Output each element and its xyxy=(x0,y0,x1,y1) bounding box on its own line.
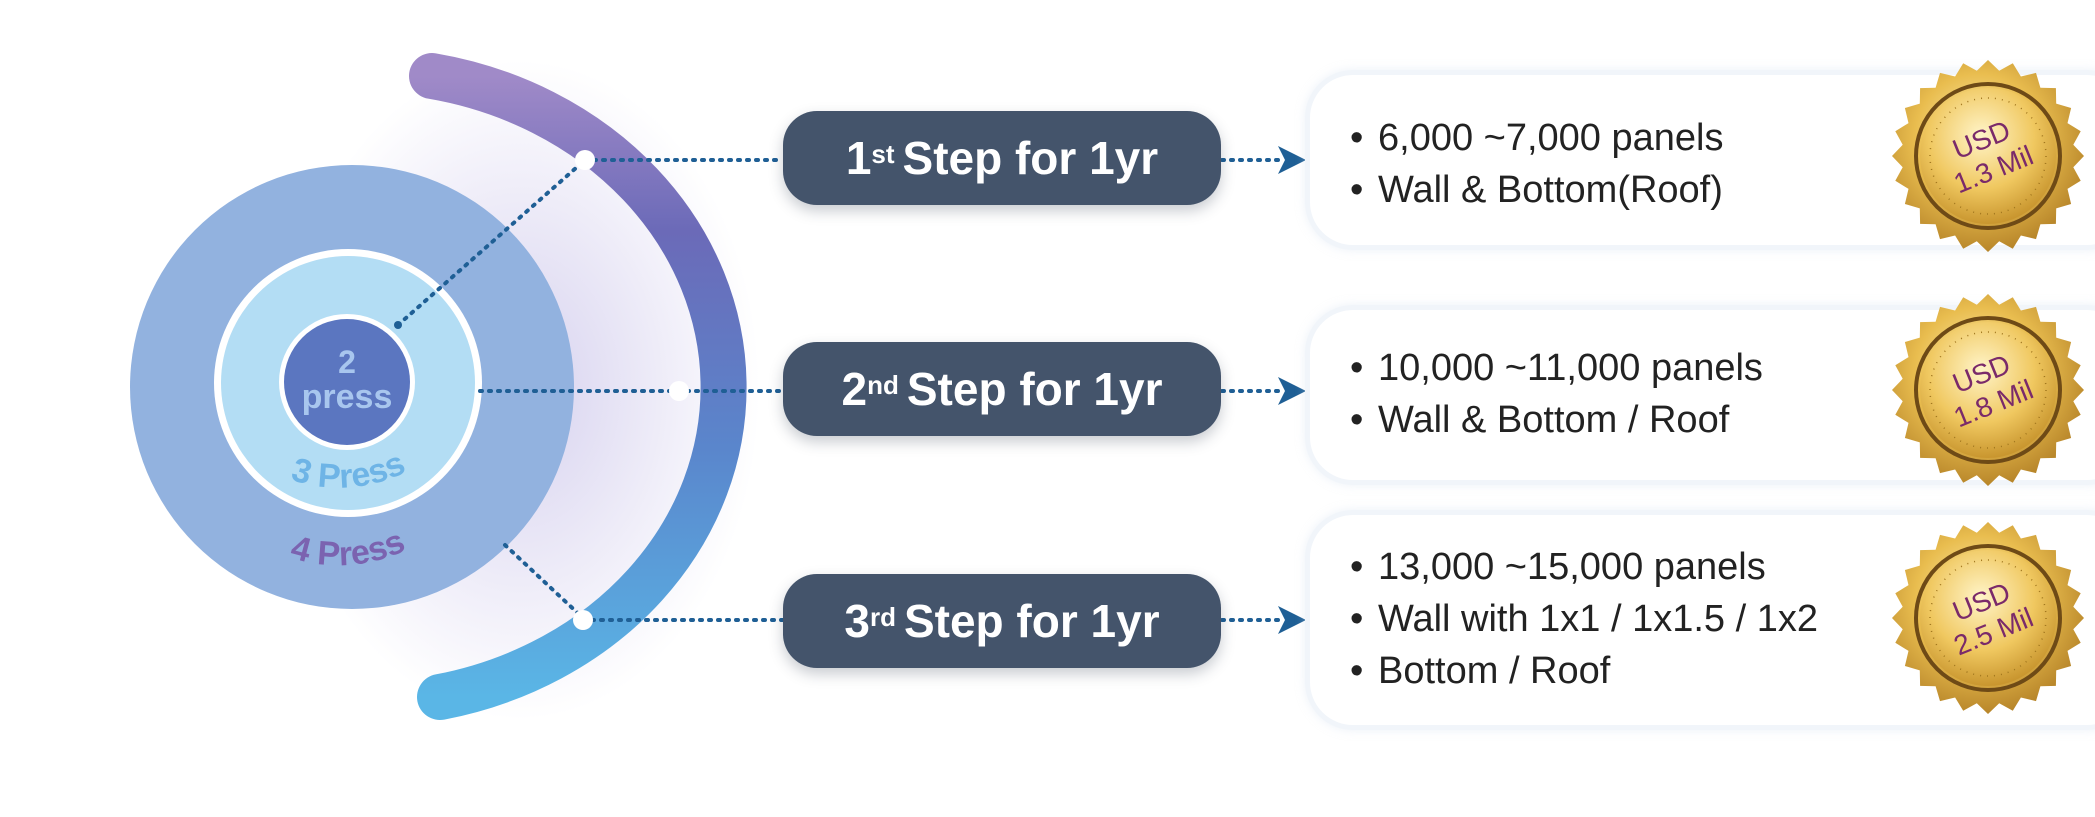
inner-label-number: 2 xyxy=(338,344,356,380)
bullet: • xyxy=(1350,546,1364,588)
bullet: • xyxy=(1350,598,1364,640)
list-item: •Bottom / Roof xyxy=(1350,645,1818,697)
connectors xyxy=(396,158,1284,622)
step-2-ordinal: nd xyxy=(867,369,899,400)
bullet: • xyxy=(1350,399,1364,441)
bullet: • xyxy=(1350,117,1364,159)
seal-ring xyxy=(1914,316,2062,464)
step-1-details: •6,000 ~7,000 panels •Wall & Bottom(Roof… xyxy=(1350,112,1723,216)
arrow-right-icon xyxy=(1278,606,1306,634)
seal-ring xyxy=(1914,82,2062,230)
list-item: •6,000 ~7,000 panels xyxy=(1350,112,1723,164)
timeline-arc xyxy=(409,53,747,720)
arc-node-3 xyxy=(573,610,593,630)
step-1-label: Step for 1yr xyxy=(902,132,1159,184)
inner-connector-dot xyxy=(394,321,402,329)
bullet: • xyxy=(1350,650,1364,692)
connector-outer-to-step3 xyxy=(503,543,585,620)
step-3-ordinal: rd xyxy=(869,601,896,632)
step-3-details: •13,000 ~15,000 panels •Wall with 1x1 / … xyxy=(1350,541,1818,697)
step-2-details: •10,000 ~11,000 panels •Wall & Bottom / … xyxy=(1350,342,1763,446)
arc-node-2 xyxy=(669,381,689,401)
list-item: •Wall & Bottom(Roof) xyxy=(1350,164,1723,216)
step-3-number: 3 xyxy=(844,595,870,647)
seal-stars xyxy=(1929,559,2047,677)
step-1-ordinal: st xyxy=(871,138,895,169)
step-2-number: 2 xyxy=(841,363,868,415)
step-1-number: 1 xyxy=(845,132,872,184)
arc-node-1 xyxy=(575,150,595,170)
inner-ring xyxy=(284,319,410,445)
inner-label-press: press xyxy=(302,378,393,416)
list-item: •13,000 ~15,000 panels xyxy=(1350,541,1818,593)
gold-seal-icon: USD 1.8 Mil xyxy=(1892,294,2084,486)
arrow-right-icon xyxy=(1278,146,1306,174)
seal-face xyxy=(1920,550,2056,686)
bullet: • xyxy=(1350,347,1364,389)
list-item: •Wall with 1x1 / 1x1.5 / 1x2 xyxy=(1350,593,1818,645)
list-item: •10,000 ~11,000 panels xyxy=(1350,342,1763,394)
seal-stars xyxy=(1929,97,2047,215)
arrow-right-icon xyxy=(1278,377,1306,405)
seal-face xyxy=(1920,322,2056,458)
bullet: • xyxy=(1350,169,1364,211)
gold-seal-icon: USD 2.5 Mil xyxy=(1892,522,2084,714)
step-3-label: Step for 1yr xyxy=(903,595,1160,647)
seal-face xyxy=(1920,88,2056,224)
seal-stars xyxy=(1929,331,2047,449)
step-2-label: Step for 1yr xyxy=(906,363,1163,415)
seal-ring xyxy=(1914,544,2062,692)
list-item: •Wall & Bottom / Roof xyxy=(1350,394,1763,446)
connector-inner-to-step1 xyxy=(396,158,587,327)
gold-seal-icon: USD 1.3 Mil xyxy=(1892,60,2084,252)
